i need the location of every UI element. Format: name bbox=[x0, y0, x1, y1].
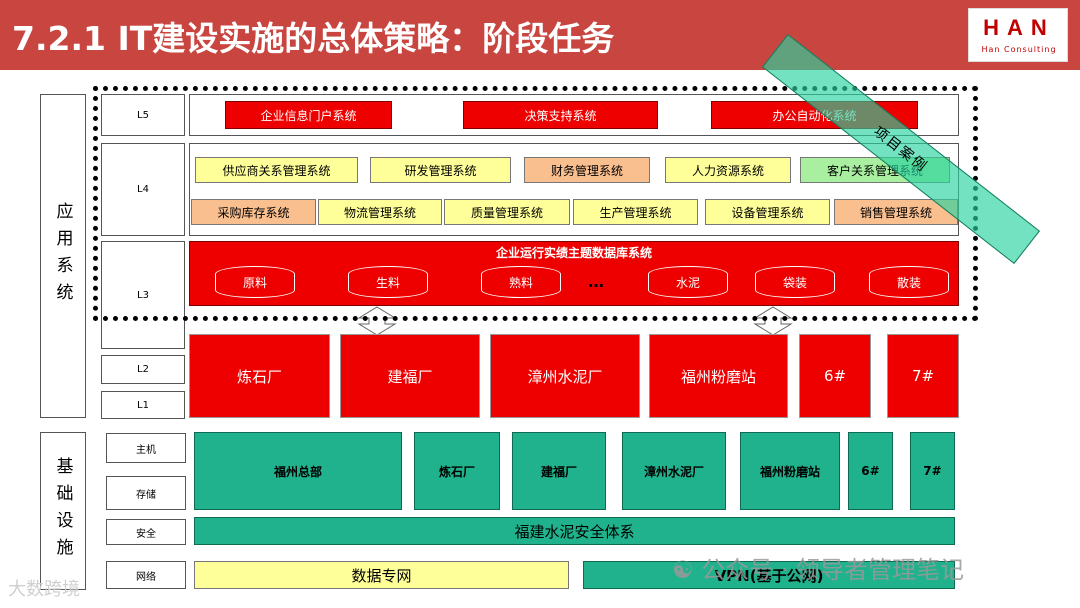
host-box: 6# bbox=[848, 432, 893, 510]
header-bar bbox=[0, 0, 1080, 70]
l4-system: 研发管理系统 bbox=[370, 157, 511, 183]
group-application: 应用系统 bbox=[40, 94, 86, 418]
l4-system: 质量管理系统 bbox=[444, 199, 570, 225]
l5-system: 决策支持系统 bbox=[463, 101, 658, 129]
host-box: 炼石厂 bbox=[414, 432, 500, 510]
vpn-bar: VPN(基于公网) bbox=[583, 561, 955, 589]
host-box: 漳州水泥厂 bbox=[622, 432, 726, 510]
level-l5: L5 bbox=[101, 94, 185, 136]
factory-box: 福州粉磨站 bbox=[649, 334, 788, 418]
l4-system: 采购库存系统 bbox=[191, 199, 316, 225]
level-network: 网络 bbox=[106, 561, 186, 589]
factory-box: 7# bbox=[887, 334, 959, 418]
db-ellipsis: … bbox=[588, 272, 604, 291]
security-system-bar: 福建水泥安全体系 bbox=[194, 517, 955, 545]
logo-main: HAN bbox=[983, 15, 1055, 40]
l5-system: 企业信息门户系统 bbox=[225, 101, 392, 129]
l4-system: 设备管理系统 bbox=[705, 199, 830, 225]
page-title: 7.2.1 IT建设实施的总体策略：阶段任务 bbox=[12, 19, 615, 58]
l4-system: 财务管理系统 bbox=[524, 157, 650, 183]
l3-title: 企业运行实绩主题数据库系统 bbox=[495, 246, 652, 260]
host-box: 建福厂 bbox=[512, 432, 606, 510]
db-cylinder: 散装 bbox=[869, 266, 949, 298]
db-cylinder: 水泥 bbox=[648, 266, 728, 298]
factory-box: 建福厂 bbox=[340, 334, 480, 418]
level-l3: L3 bbox=[101, 241, 185, 349]
host-box: 福州总部 bbox=[194, 432, 402, 510]
db-cylinder: 袋装 bbox=[755, 266, 835, 298]
l4-system: 生产管理系统 bbox=[573, 199, 698, 225]
l4-system: 供应商关系管理系统 bbox=[195, 157, 358, 183]
db-cylinder: 生料 bbox=[348, 266, 428, 298]
l4-system: 人力资源系统 bbox=[665, 157, 791, 183]
level-host: 主机 bbox=[106, 433, 186, 463]
level-l4: L4 bbox=[101, 143, 185, 236]
factory-box: 炼石厂 bbox=[189, 334, 330, 418]
db-cylinder: 原料 bbox=[215, 266, 295, 298]
corner-watermark: 大数跨境 bbox=[8, 579, 80, 600]
level-storage: 存储 bbox=[106, 476, 186, 510]
db-cylinder: 熟料 bbox=[481, 266, 561, 298]
factory-box: 漳州水泥厂 bbox=[490, 334, 640, 418]
host-box: 福州粉磨站 bbox=[740, 432, 840, 510]
private-network-bar: 数据专网 bbox=[194, 561, 569, 589]
level-security: 安全 bbox=[106, 519, 186, 545]
level-l1: L1 bbox=[101, 391, 185, 419]
logo-sub: Han Consulting bbox=[981, 45, 1057, 54]
l4-system: 物流管理系统 bbox=[318, 199, 442, 225]
level-l2: L2 bbox=[101, 355, 185, 384]
han-logo: HAN Han Consulting bbox=[968, 8, 1068, 62]
factory-box: 6# bbox=[799, 334, 871, 418]
wechat-watermark-text: 公众号 · 领导者管理笔记 bbox=[701, 556, 965, 584]
wechat-watermark: ☯ 公众号 · 领导者管理笔记 bbox=[672, 550, 964, 585]
group-infrastructure: 基础设施 bbox=[40, 432, 86, 590]
host-box: 7# bbox=[910, 432, 955, 510]
wechat-icon: ☯ bbox=[672, 556, 702, 584]
